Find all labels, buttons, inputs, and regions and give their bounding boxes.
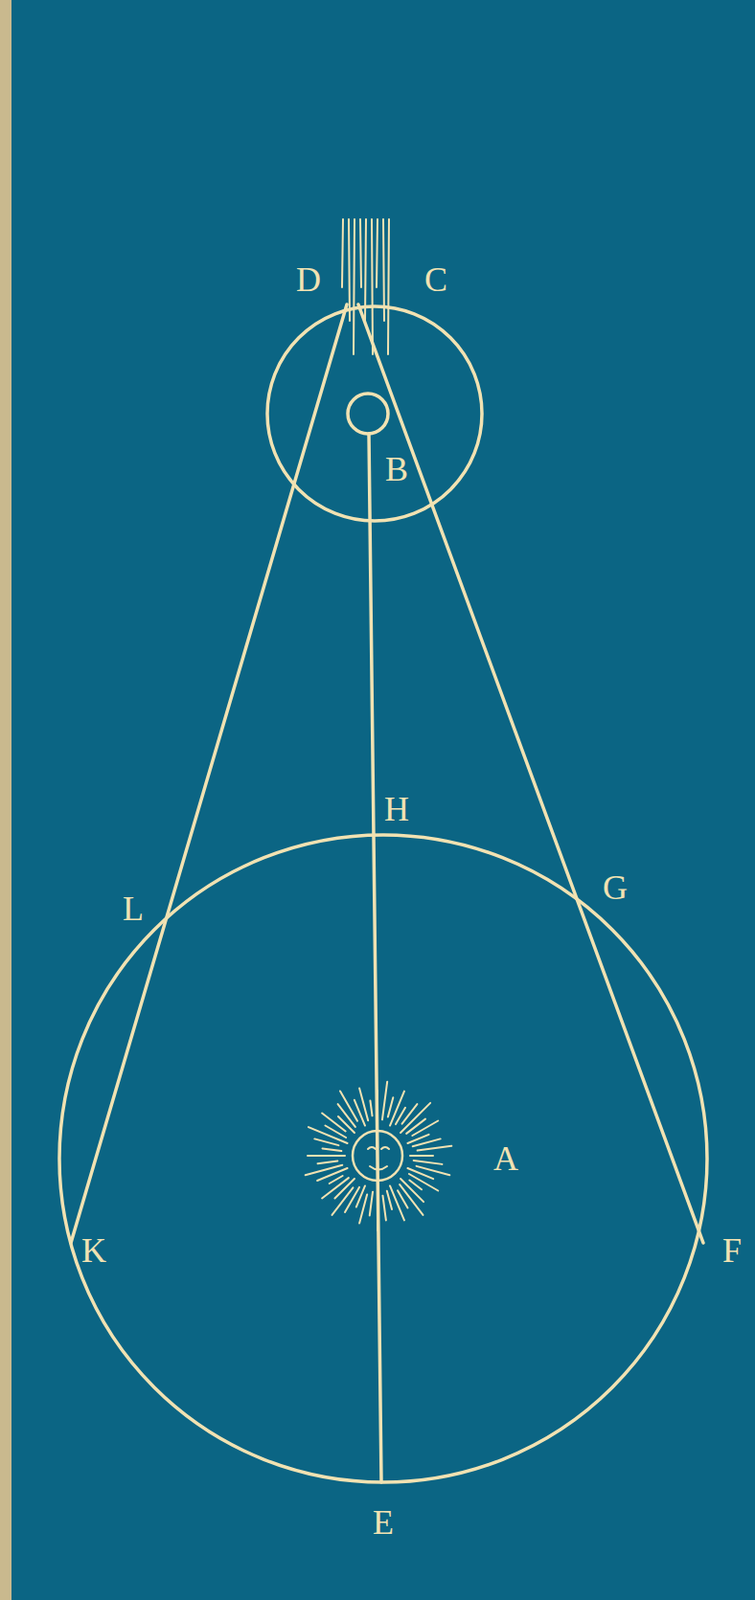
sun-ray [340, 1091, 358, 1122]
sun-ray [412, 1139, 441, 1147]
tail-stroke [348, 219, 350, 321]
sun-ray [410, 1155, 434, 1158]
sun-ray [387, 1191, 392, 1211]
tail-stroke [365, 219, 367, 321]
sun-ray [307, 1155, 345, 1158]
tail-stroke [388, 219, 389, 355]
sun-ray [389, 1186, 405, 1221]
tail-stroke [353, 219, 355, 355]
sun-ray [407, 1168, 434, 1180]
sun-ray [409, 1174, 438, 1192]
sun-ray [406, 1120, 426, 1135]
sun-ray [417, 1146, 453, 1152]
tail-stroke [376, 219, 378, 288]
point-label: L [121, 892, 145, 927]
sun-ray [413, 1161, 443, 1166]
tail-stroke [383, 219, 385, 321]
tail-stroke [342, 219, 344, 288]
sun-ray [402, 1104, 418, 1125]
sun-ray [411, 1121, 438, 1138]
point-label: D [295, 262, 322, 298]
sun-ray [338, 1117, 355, 1134]
point-label: E [371, 1506, 395, 1541]
sun-ray [329, 1176, 344, 1185]
sun-ray [382, 1082, 388, 1122]
point-label: G [601, 870, 629, 906]
sun-ray [305, 1166, 344, 1176]
sun-ray [338, 1104, 356, 1128]
point-label: F [721, 1234, 743, 1269]
sun-ray [359, 1088, 368, 1122]
point-label: B [384, 452, 410, 487]
sun-ray [369, 1100, 372, 1117]
tail-stroke [360, 219, 362, 288]
sun-ray [321, 1114, 346, 1133]
sun-ray [321, 1148, 342, 1152]
sun-ray [369, 1192, 373, 1217]
sun-ray [397, 1190, 409, 1209]
sun-ray [314, 1139, 339, 1146]
tail-stroke [371, 219, 373, 355]
point-label: A [492, 1142, 520, 1177]
point-label: H [383, 792, 411, 827]
point-label: K [80, 1234, 108, 1269]
sun-ray [318, 1161, 339, 1165]
sun-ray [324, 1126, 346, 1140]
sun-ray [344, 1188, 360, 1213]
sun-ray [382, 1196, 386, 1222]
sun-ray [388, 1098, 393, 1118]
point-label: C [423, 262, 449, 298]
sun-ray [376, 1091, 379, 1124]
sun-ray [376, 1189, 379, 1232]
